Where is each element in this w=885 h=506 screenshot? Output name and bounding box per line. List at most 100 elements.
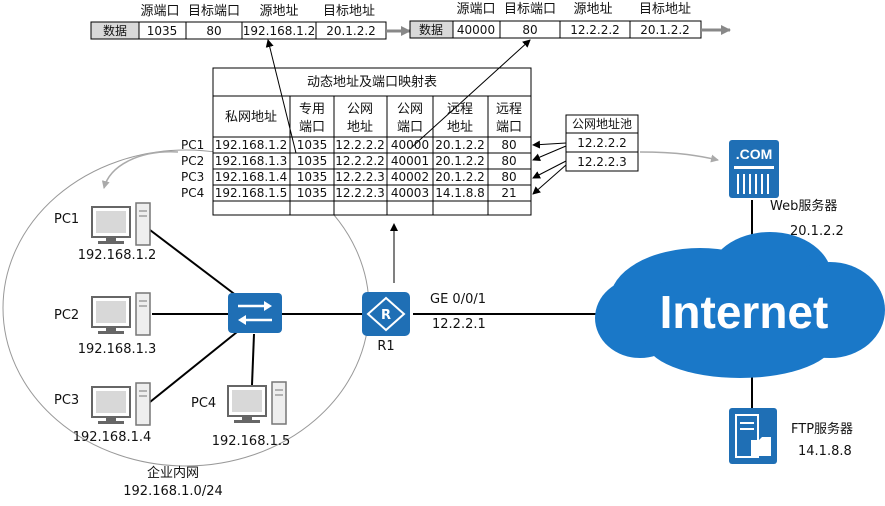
- ftp-server-name: FTP服务器: [791, 421, 853, 437]
- packet-2-src-ip: 12.2.2.2: [570, 23, 620, 37]
- nat-cell: 20.1.2.2: [435, 170, 485, 184]
- pc3-icon[interactable]: [91, 382, 151, 426]
- packet-1-data-label: 数据: [103, 23, 127, 38]
- router-icon[interactable]: R: [362, 292, 410, 336]
- nat-cell: 80: [501, 170, 516, 184]
- switch-icon[interactable]: [228, 293, 282, 333]
- nat-col-private-ip: 私网地址: [225, 110, 277, 125]
- web-server-badge: .COM: [736, 146, 773, 162]
- nat-cell: 12.2.2.2: [335, 138, 385, 152]
- nat-col-public-ip-2: 地址: [347, 120, 373, 135]
- pc2-ip: 192.168.1.3: [78, 342, 157, 357]
- internet-label: Internet: [660, 286, 829, 338]
- mapping-arrow: [411, 39, 531, 148]
- pool-title: 公网地址池: [572, 117, 632, 131]
- internet-cloud-icon: [595, 232, 885, 378]
- packet-1-data-cell: [90, 21, 140, 40]
- nat-mapping-table: 动态地址及端口映射表 私网地址 专用 端口 公网 地址 公网 端口 远程 地址 …: [212, 67, 532, 216]
- pool-item: 12.2.2.3: [577, 155, 627, 169]
- packet-2-header-0: 源端口: [456, 2, 495, 17]
- router-ip: 12.2.2.1: [432, 317, 486, 332]
- nat-col-remote-ip-2: 地址: [447, 120, 473, 135]
- flow-arrow-left: [101, 151, 179, 189]
- packet-1-dst-port: 80: [206, 24, 221, 38]
- link-pc3-switch: [149, 331, 238, 403]
- packet-1: 源端口 目标端口 源地址 目标地址 数据 1035 80 192.168.1.2…: [90, 4, 387, 40]
- nat-cell: 1035: [297, 186, 328, 200]
- nat-col-remote-port-2: 端口: [496, 120, 522, 135]
- pool-item: 12.2.2.2: [577, 136, 627, 150]
- link-pc1-switch: [149, 229, 238, 297]
- nat-cell: 192.168.1.2: [215, 138, 288, 152]
- nat-row-label: PC2: [181, 154, 204, 168]
- nat-cell: 80: [501, 154, 516, 168]
- packet-2-header-1: 目标端口: [504, 2, 556, 17]
- nat-cell: 1035: [297, 138, 328, 152]
- flow-arrow-right: [639, 151, 719, 163]
- packet-1-dst-ip: 20.1.2.2: [326, 24, 376, 38]
- nat-cell: 21: [501, 186, 516, 200]
- pc4-ip: 192.168.1.5: [212, 434, 291, 449]
- packet-2-header-2: 源地址: [573, 2, 612, 17]
- packet-1-header-3: 目标地址: [323, 4, 375, 19]
- router-interface: GE 0/0/1: [430, 292, 486, 307]
- packet-1-header-0: 源端口: [140, 4, 179, 19]
- nat-cell: 192.168.1.3: [215, 154, 288, 168]
- nat-col-public-ip-1: 公网: [347, 102, 373, 117]
- nat-cell: 80: [501, 138, 516, 152]
- pc3-ip: 192.168.1.4: [73, 430, 152, 445]
- nat-cell: 12.2.2.3: [335, 170, 385, 184]
- packet-2-dst-port: 80: [522, 23, 537, 37]
- nat-cell: 192.168.1.4: [215, 170, 288, 184]
- pool-arrow: [532, 164, 567, 195]
- nat-row-label: PC1: [181, 138, 204, 152]
- packet-2-dst-ip: 20.1.2.2: [640, 23, 690, 37]
- ftp-server-ip: 14.1.8.8: [798, 444, 852, 459]
- nat-table-title: 动态地址及端口映射表: [307, 74, 437, 90]
- nat-cell: 40001: [391, 154, 429, 168]
- nat-col-remote-port-1: 远程: [496, 102, 522, 117]
- nat-cell: 40003: [391, 186, 429, 200]
- pc1-icon[interactable]: [91, 202, 151, 246]
- router-name: R1: [377, 339, 394, 354]
- pc1-name: PC1: [54, 212, 79, 227]
- pc2-icon[interactable]: [91, 292, 151, 336]
- nat-cell: 20.1.2.2: [435, 154, 485, 168]
- packet-1-src-ip: 192.168.1.2: [243, 24, 316, 38]
- nat-col-remote-ip-1: 远程: [447, 102, 473, 117]
- nat-cell: 12.2.2.2: [335, 154, 385, 168]
- web-server-icon[interactable]: .COM: [729, 140, 779, 198]
- nat-cell: 1035: [297, 170, 328, 184]
- nat-cell: 20.1.2.2: [435, 138, 485, 152]
- nat-col-public-port-1: 公网: [397, 102, 423, 117]
- nat-col-private-port-1: 专用: [299, 102, 325, 117]
- packet-2-data-label: 数据: [419, 22, 443, 37]
- nat-cell: 192.168.1.5: [215, 186, 288, 200]
- lan-label: 企业内网: [147, 465, 199, 481]
- pool-arrow: [532, 140, 567, 149]
- pc3-name: PC3: [54, 393, 79, 408]
- packet-2-header-3: 目标地址: [639, 2, 691, 17]
- pc4-icon[interactable]: [227, 381, 287, 425]
- pool-arrow: [532, 160, 567, 179]
- nat-cell: 1035: [297, 154, 328, 168]
- lan-subnet: 192.168.1.0/24: [123, 484, 223, 499]
- nat-row-label: PC4: [181, 186, 204, 200]
- public-address-pool: 公网地址池 12.2.2.2 12.2.2.3: [565, 114, 639, 172]
- packet-1-header-1: 目标端口: [188, 4, 240, 19]
- packet-1-src-port: 1035: [147, 24, 178, 38]
- pc1-ip: 192.168.1.2: [78, 248, 157, 263]
- pc4-name: PC4: [191, 396, 216, 411]
- nat-row-label: PC3: [181, 170, 204, 184]
- nat-cell: 40002: [391, 170, 429, 184]
- web-server-ip: 20.1.2.2: [790, 224, 844, 239]
- pc2-name: PC2: [54, 308, 79, 323]
- pool-arrow: [532, 145, 567, 161]
- web-server-name: Web服务器: [770, 198, 837, 214]
- nat-col-private-port-2: 端口: [299, 120, 325, 135]
- packet-2-data-cell: [409, 20, 454, 39]
- packet-1-header-2: 源地址: [259, 4, 298, 19]
- packet-2: 源端口 目标端口 源地址 目标地址 数据 40000 80 12.2.2.2 2…: [409, 2, 702, 39]
- ftp-server-icon[interactable]: [729, 408, 777, 464]
- link-pc4-switch: [251, 333, 255, 386]
